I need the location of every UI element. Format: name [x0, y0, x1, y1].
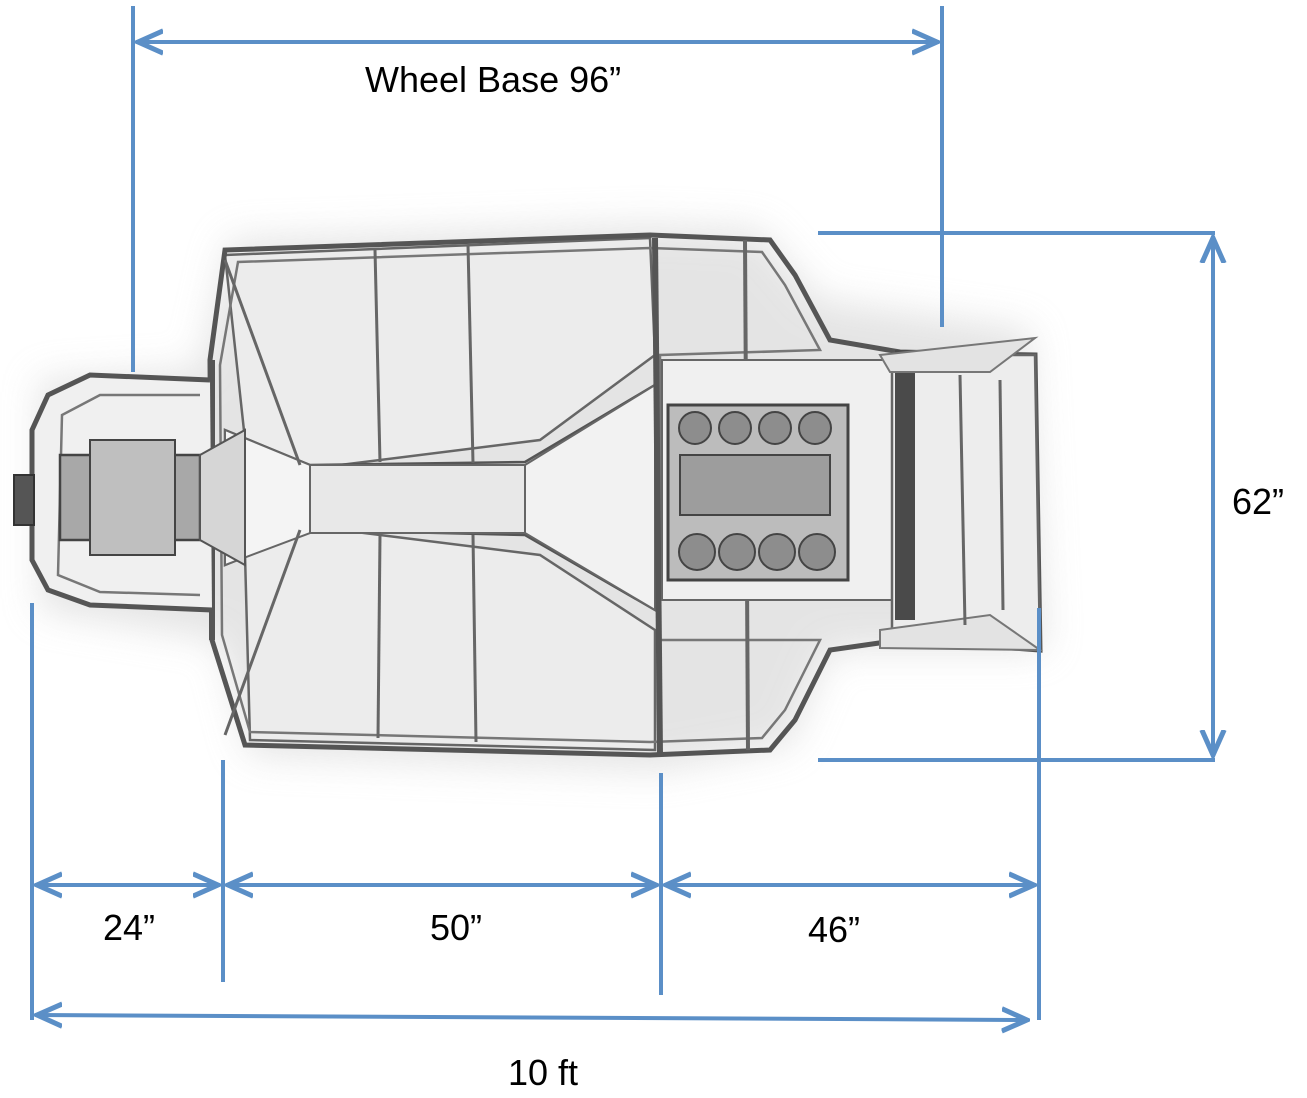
bellhousing [199, 428, 246, 567]
rear-crossbar [895, 350, 915, 620]
rear-frame-rail [958, 374, 967, 626]
tunnel-section [309, 464, 526, 534]
overall-length-dimension [37, 1015, 1027, 1020]
cross-member [471, 534, 478, 743]
cross-member [466, 244, 475, 464]
rear-hoop [652, 237, 663, 756]
overall-length-label: 10 ft [508, 1052, 579, 1093]
dimension-lines [30, 6, 1213, 1020]
engine-valvetrain [679, 454, 831, 516]
chassis-frame [13, 225, 1045, 770]
cross-member [373, 249, 382, 463]
tunnel-taper-rear [524, 383, 656, 612]
rear-frame-rail [998, 379, 1005, 611]
rear-wing-upper [878, 336, 1039, 373]
middle-section-label: 50” [430, 907, 483, 948]
wheelbase-label: Wheel Base 96” [365, 59, 622, 100]
diagonal-brace [223, 259, 302, 466]
front-section-label: 24” [103, 907, 156, 948]
cross-member [376, 534, 382, 739]
diagonal-brace [223, 529, 302, 736]
engine-cylinders [678, 411, 836, 571]
transaxle-detail [89, 439, 176, 556]
front-hub [13, 474, 35, 526]
width-label: 62” [1232, 481, 1285, 522]
rear-section-label: 46” [808, 909, 861, 950]
